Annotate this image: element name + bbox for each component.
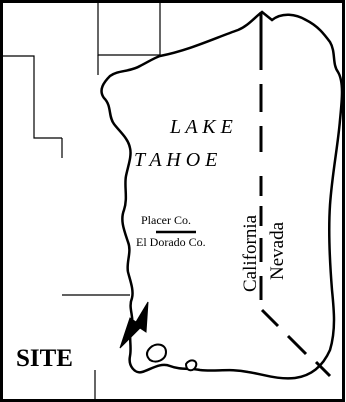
county-boundaries <box>2 2 161 400</box>
boundary-line-north <box>97 2 161 56</box>
county-label-el-dorado: El Dorado Co. <box>136 235 206 249</box>
state-line-seg-8 <box>260 308 280 328</box>
county-label-placer: Placer Co. <box>141 213 191 227</box>
site-arrow-icon <box>119 301 149 349</box>
south-shore-cove <box>146 343 168 363</box>
lake-label-line1: L A K E <box>169 116 233 138</box>
state-line-seg-9 <box>286 334 308 356</box>
state-boundary <box>259 12 332 378</box>
state-label-california: California <box>240 214 261 292</box>
boundary-line-west <box>2 55 62 139</box>
south-shore-inlet <box>184 359 198 372</box>
state-label-nevada: Nevada <box>267 221 288 280</box>
state-line-seg-10 <box>314 360 332 378</box>
lake-shoreline <box>100 10 344 380</box>
lake-label-line2: T A H O E <box>134 149 217 171</box>
site-label: SITE <box>16 345 73 372</box>
